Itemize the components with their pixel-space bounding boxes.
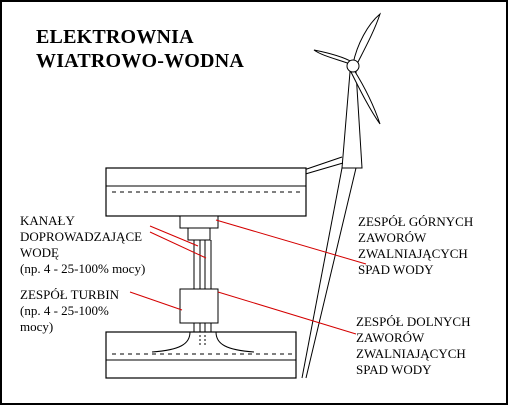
label-turbin-line-2: (np. 4 - 25-100%	[20, 303, 109, 318]
label-gornych-line-1: ZESPÓŁ GÓRNYCH	[358, 214, 474, 229]
leader-lines	[129, 219, 367, 335]
turbine-blade-top	[352, 12, 382, 67]
upper-valve-group	[179, 215, 219, 241]
leader-gornych	[215, 219, 367, 265]
title-line-1: ELEKTROWNIA	[36, 26, 194, 48]
label-kanaly-line-1: KANAŁY	[20, 213, 75, 228]
label-dolnych-line-3: ZWALNIAJĄCYCH	[356, 346, 466, 361]
label-gornych: ZESPÓŁ GÓRNYCH ZAWORÓW ZWALNIAJĄCYCH SPA…	[358, 214, 473, 278]
label-dolnych: ZESPÓŁ DOLNYCH ZAWORÓW ZWALNIAJĄCYCH SPA…	[356, 314, 470, 378]
turbine-blade-bottom	[350, 69, 381, 125]
support-line-left	[301, 167, 343, 379]
label-kanaly-line-3: WODĘ	[20, 245, 59, 260]
turbine-blade-left	[313, 49, 353, 65]
label-gornych-line-3: ZWALNIAJĄCYCH	[358, 246, 468, 261]
support-line-right	[305, 167, 357, 379]
label-gornych-line-2: ZAWORÓW	[358, 230, 427, 245]
turbine-hub	[346, 59, 360, 73]
leader-kanaly-2	[149, 231, 207, 259]
label-turbin: ZESPÓŁ TURBIN (np. 4 - 25-100% mocy)	[20, 287, 119, 335]
lower-reservoir	[105, 331, 297, 379]
label-kanaly: KANAŁY DOPROWADZAJĄCE WODĘ (np. 4 - 25-1…	[20, 213, 145, 277]
title-line-2: WIATROWO-WODNA	[36, 50, 244, 72]
leader-turbin	[129, 291, 183, 311]
label-turbin-line-1: ZESPÓŁ TURBIN	[20, 287, 120, 302]
label-turbin-line-3: mocy)	[20, 319, 54, 334]
label-dolnych-line-4: SPAD WODY	[356, 362, 432, 377]
label-dolnych-line-1: ZESPÓŁ DOLNYCH	[356, 314, 471, 329]
leader-kanaly-1	[149, 225, 199, 247]
leader-dolnych	[217, 291, 357, 335]
water-channels	[193, 240, 212, 289]
turbine-group	[179, 288, 219, 332]
label-dolnych-line-2: ZAWORÓW	[356, 330, 425, 345]
label-kanaly-line-4: (np. 4 - 25-100% mocy)	[20, 261, 146, 276]
label-gornych-line-4: SPAD WODY	[358, 262, 434, 277]
label-kanaly-line-2: DOPROWADZAJĄCE	[20, 229, 143, 244]
upper-reservoir	[105, 167, 307, 217]
